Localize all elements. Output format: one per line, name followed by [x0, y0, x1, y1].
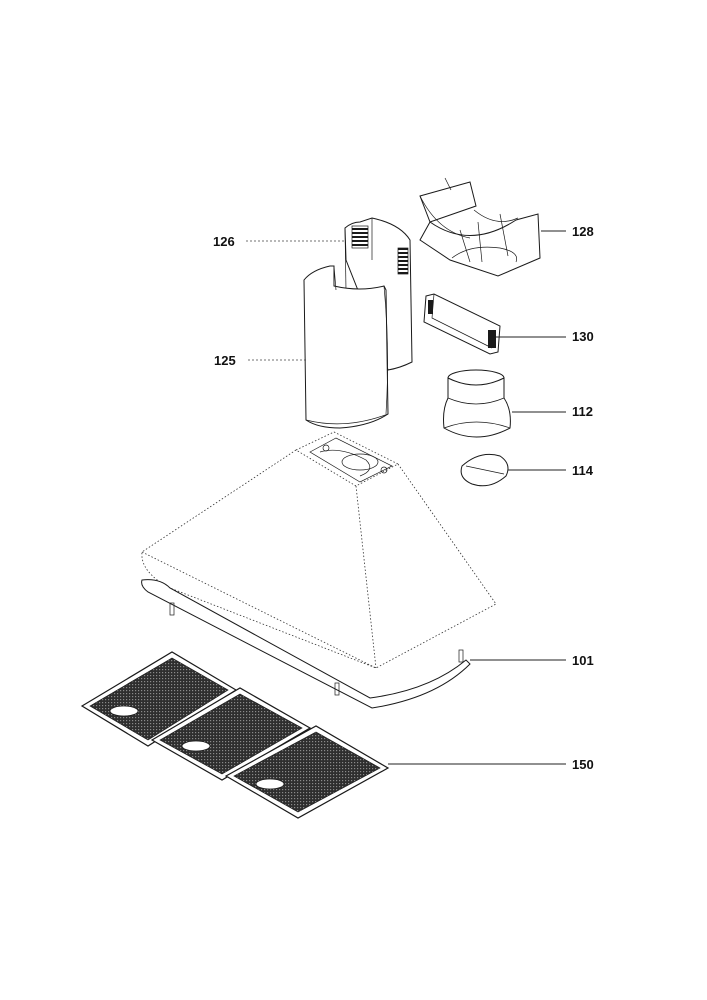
callout-126: 126: [213, 234, 235, 249]
part-128-mounting-bracket: [419, 177, 541, 277]
part-130-bracket-strip: [423, 293, 501, 355]
callout-128: 128: [572, 224, 594, 239]
callout-125: 125: [214, 353, 236, 368]
part-125-lower-chimney: [303, 265, 389, 429]
filter-panel: [150, 687, 312, 781]
part-150-grease-filters: [80, 651, 390, 819]
callout-101: 101: [572, 653, 594, 668]
part-101-trim-rail: [141, 579, 471, 709]
hood-canopy: [141, 431, 497, 669]
leader-lines: [246, 230, 566, 765]
callout-150: 150: [572, 757, 594, 772]
callout-130: 130: [572, 329, 594, 344]
callout-114: 114: [572, 463, 594, 478]
filter-panel: [80, 651, 238, 747]
part-112-duct-collar: [443, 369, 511, 438]
callout-112: 112: [572, 404, 593, 419]
filter-panel: [224, 725, 390, 819]
part-114-damper-flap: [460, 453, 509, 487]
callout-labels: 126 128 130 125 112 114 101 150: [213, 224, 594, 772]
